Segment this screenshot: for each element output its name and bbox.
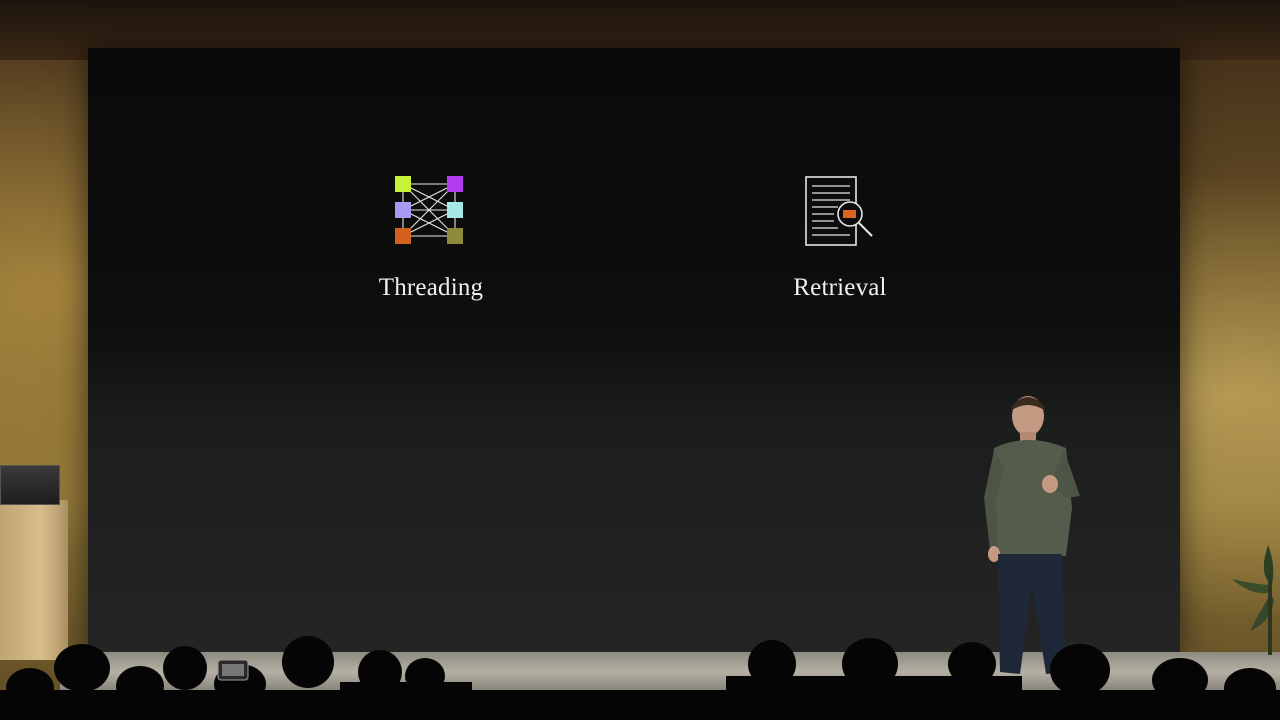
feature-label-threading: Threading bbox=[378, 274, 484, 301]
threading-network-icon bbox=[395, 176, 463, 244]
podium bbox=[0, 500, 68, 660]
feature-threading: Threading bbox=[311, 176, 551, 302]
feature-label-retrieval: Retrieval bbox=[793, 274, 887, 301]
laptop bbox=[0, 465, 60, 505]
plant bbox=[1232, 545, 1274, 655]
speaker bbox=[984, 396, 1080, 674]
feature-retrieval: Retrieval bbox=[720, 176, 960, 302]
document-search-icon bbox=[805, 176, 873, 246]
